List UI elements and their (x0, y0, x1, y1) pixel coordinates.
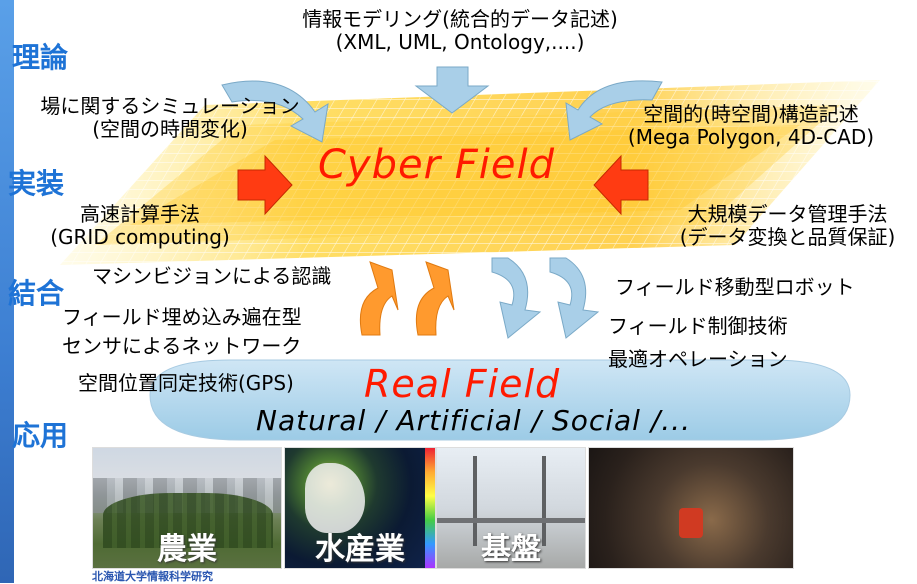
label-theory: 理論 (12, 41, 69, 74)
blue-down-arrows (491, 257, 600, 339)
left-simulation-text: 場に関するシミュレーション (空間の時間変化) (20, 95, 320, 141)
tower-left-shape (473, 456, 477, 546)
field-control-text: フィールド制御技術 (608, 314, 788, 338)
photo-infrastructure: 基盤 (436, 447, 586, 569)
left-implementation-text: 高速計算手法 (GRID computing) (0, 203, 280, 249)
curved-arrow-left-icon (221, 80, 329, 143)
photo-label-fisheries: 水産業 (315, 532, 405, 567)
red-arrow-right-icon (237, 154, 293, 216)
label-implementation: 実装 (8, 167, 65, 200)
rescuer-figure-shape (679, 508, 703, 538)
top-line1: 情報モデリング(統合的データ記述) (302, 7, 618, 31)
top-line2: (XML, UML, Ontology,....) (335, 30, 585, 54)
tower-right-shape (542, 456, 546, 546)
gps-text: 空間位置同定技術(GPS) (78, 371, 294, 395)
left-accent-bar (0, 0, 14, 583)
left-sim-line2: (空間の時間変化) (92, 117, 248, 141)
right-structure-text: 空間的(時空間)構造記述 (Mega Polygon, 4D-CAD) (586, 103, 916, 149)
left-impl-line2: (GRID computing) (50, 225, 230, 249)
right-struct-line2: (Mega Polygon, 4D-CAD) (627, 125, 875, 149)
optimal-operation-text: 最適オペレーション (608, 347, 788, 371)
label-integration: 結合 (8, 277, 65, 310)
field-robot-text: フィールド移動型ロボット (615, 275, 855, 299)
red-arrow-left-icon (593, 154, 649, 216)
color-scale-bar (425, 448, 435, 568)
right-implementation-text: 大規模データ管理手法 (データ変換と品質保証) (660, 203, 915, 249)
right-impl-line1: 大規模データ管理手法 (687, 202, 888, 226)
poplar-trees-shape (103, 493, 273, 548)
left-impl-line1: 高速計算手法 (80, 202, 200, 226)
orange-up-arrows (359, 261, 455, 336)
left-sim-line1: 場に関するシミュレーション (40, 94, 300, 118)
photo-fisheries: 水産業 (284, 447, 436, 569)
curved-arrow-right-icon (565, 80, 663, 141)
photo-label-agriculture: 農業 (157, 532, 217, 567)
photo-agriculture: 農業 (92, 447, 282, 569)
label-application: 応用 (12, 419, 69, 452)
photo-label-infrastructure: 基盤 (481, 532, 541, 567)
down-arrow-icon (414, 66, 490, 114)
cyber-field-title: Cyber Field (318, 142, 555, 188)
real-field-title: Real Field (364, 362, 561, 406)
machine-vision-text: マシンビジョンによる認識 (92, 264, 332, 288)
right-struct-line1: 空間的(時空間)構造記述 (643, 102, 859, 126)
embedded-sensor-text-2: センサによるネットワーク (62, 334, 302, 358)
bridge-deck-shape (437, 518, 585, 523)
photo-rescue (588, 447, 794, 569)
cyber-field-planes (60, 80, 880, 265)
embedded-sensor-text-1: フィールド埋め込み遍在型 (62, 305, 302, 329)
hokkaido-map-shape (305, 463, 365, 533)
footer-affiliation: 北海道大学情報科学研究 (92, 570, 213, 583)
real-field-subtitle: Natural / Artificial / Social /... (256, 404, 691, 437)
real-field-shape (149, 359, 851, 441)
right-impl-line2: (データ変換と品質保証) (679, 225, 896, 249)
top-info-modeling: 情報モデリング(統合的データ記述) (XML, UML, Ontology,..… (250, 8, 670, 54)
